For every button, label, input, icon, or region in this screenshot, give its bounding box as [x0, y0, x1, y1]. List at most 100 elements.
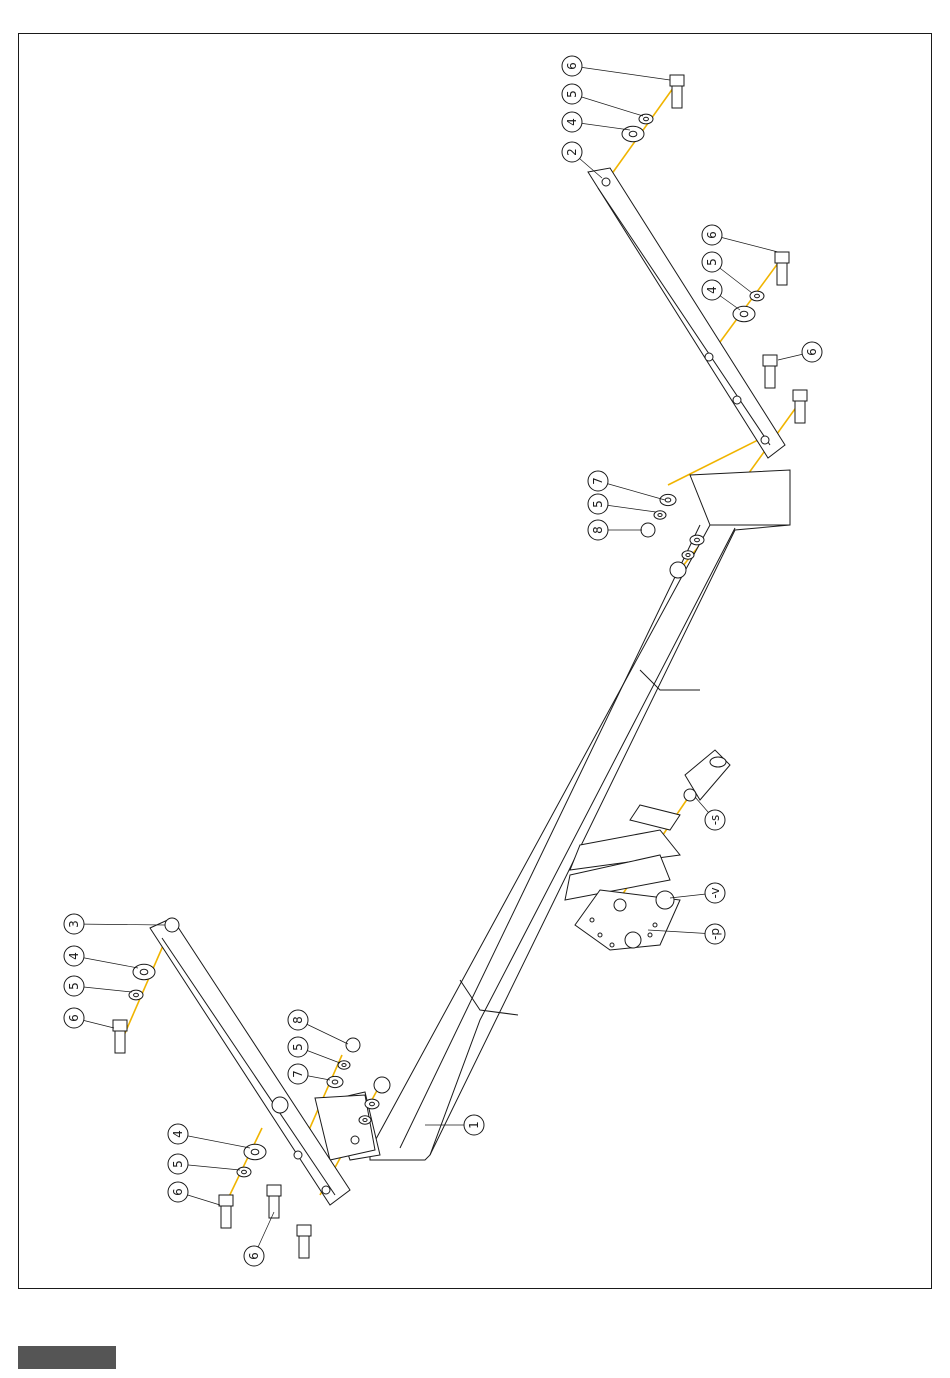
nut — [165, 918, 179, 932]
callout-label: 7 — [291, 1070, 305, 1078]
spring-washer-hole — [134, 993, 139, 997]
callout-label: 6 — [805, 348, 819, 356]
bolt-hole — [705, 353, 713, 361]
leader-line-c3 — [74, 924, 165, 925]
rivet — [598, 933, 602, 937]
callout-c6a: 6 — [562, 56, 582, 76]
bolt — [297, 1225, 311, 1258]
bolt — [670, 75, 684, 108]
callout-c6b: 6 — [702, 225, 722, 245]
bolt-head — [267, 1185, 281, 1196]
bolt-hole — [602, 178, 610, 186]
callout-label: 5 — [565, 90, 579, 98]
socket-ring — [656, 891, 674, 909]
callout-c3: 3 — [64, 914, 84, 934]
callout-label: 4 — [565, 118, 579, 126]
axis-line — [606, 77, 681, 182]
bolt-shank — [221, 1206, 231, 1228]
callout-c4a: 4 — [562, 112, 582, 132]
spring-washer-hole — [658, 514, 662, 517]
leader-line-c6a — [572, 66, 670, 80]
footer-bar — [18, 1346, 116, 1369]
callout-c6e: 6 — [168, 1182, 188, 1202]
bolt — [763, 355, 777, 388]
callout-label: 8 — [291, 1016, 305, 1024]
callout-label: 3 — [67, 920, 81, 928]
callout-label: 5 — [171, 1160, 185, 1168]
nut — [346, 1038, 360, 1052]
spring-washer-hole — [755, 294, 760, 298]
callout-label: 2 — [565, 148, 579, 156]
rivet — [653, 923, 657, 927]
tow-ball — [684, 789, 696, 801]
flat-washer-hole — [140, 969, 148, 975]
callout-c4d: 4 — [168, 1124, 188, 1144]
callout-label: -s — [708, 815, 722, 826]
tongue-hole — [710, 757, 726, 767]
callout-c7a: 7 — [588, 471, 608, 491]
callout-c6c: 6 — [802, 342, 822, 362]
bolt-head — [793, 390, 807, 401]
bolt-head — [297, 1225, 311, 1236]
nut — [374, 1077, 390, 1093]
callout-label: 6 — [247, 1252, 261, 1260]
spring-washer-hole — [644, 117, 649, 121]
bolt-head — [113, 1020, 127, 1031]
assembly-parts — [113, 75, 807, 1258]
callout-label: 5 — [591, 500, 605, 508]
leader-line-c4d — [178, 1134, 250, 1148]
flat-washer-hole — [332, 1080, 338, 1084]
spring-washer-hole — [342, 1064, 346, 1067]
bolt-hole — [294, 1151, 302, 1159]
callout-label: 4 — [705, 286, 719, 294]
callout-label: -p — [708, 928, 722, 940]
bolt — [113, 1020, 127, 1053]
nut — [272, 1097, 288, 1113]
flat-washer-hole — [740, 311, 748, 317]
callout-label: 8 — [591, 526, 605, 534]
callout-label: 4 — [67, 952, 81, 960]
socket-hole — [625, 932, 641, 948]
callout-c7b: 7 — [288, 1064, 308, 1084]
callout-c2: 2 — [562, 142, 582, 162]
bolt-head — [219, 1195, 233, 1206]
axis-line — [225, 1128, 262, 1205]
nut — [641, 523, 655, 537]
bolt-shank — [269, 1196, 279, 1218]
bolt-hole — [761, 436, 769, 444]
bolt-head — [670, 75, 684, 86]
callout-label: 4 — [171, 1130, 185, 1138]
callout-label: 6 — [67, 1014, 81, 1022]
flat-washer-hole — [665, 498, 671, 502]
bolt — [793, 390, 807, 423]
side-bar-right — [588, 168, 785, 458]
leader-line-c5a — [572, 94, 643, 116]
socket-hole — [614, 899, 626, 911]
flat-washer-hole — [251, 1149, 259, 1155]
rivet — [590, 918, 594, 922]
callout-label: -v — [708, 887, 722, 898]
callout-c5d: 5 — [64, 976, 84, 996]
bolt-shank — [777, 263, 787, 285]
bolt-shank — [765, 366, 775, 388]
bolt — [775, 252, 789, 285]
callout-label: 5 — [705, 258, 719, 266]
spring-washer-hole — [242, 1170, 247, 1174]
flat-washer-hole — [629, 131, 637, 137]
callout-c5b: 5 — [702, 252, 722, 272]
bolt-hole — [351, 1136, 359, 1144]
flat-washer-hole — [370, 1102, 375, 1106]
callout-label: 1 — [467, 1121, 481, 1129]
bolt-hole — [733, 396, 741, 404]
callout-c1: 1 — [464, 1115, 484, 1135]
callout-label: 6 — [171, 1188, 185, 1196]
callout-cP: -p — [705, 924, 725, 944]
bolt — [267, 1185, 281, 1218]
callout-label: 5 — [291, 1043, 305, 1051]
spring-washer-hole — [363, 1119, 367, 1122]
callout-c5e: 5 — [288, 1037, 308, 1057]
bolt-shank — [672, 86, 682, 108]
main-crossbar — [370, 525, 790, 1160]
callout-c5a: 5 — [562, 84, 582, 104]
